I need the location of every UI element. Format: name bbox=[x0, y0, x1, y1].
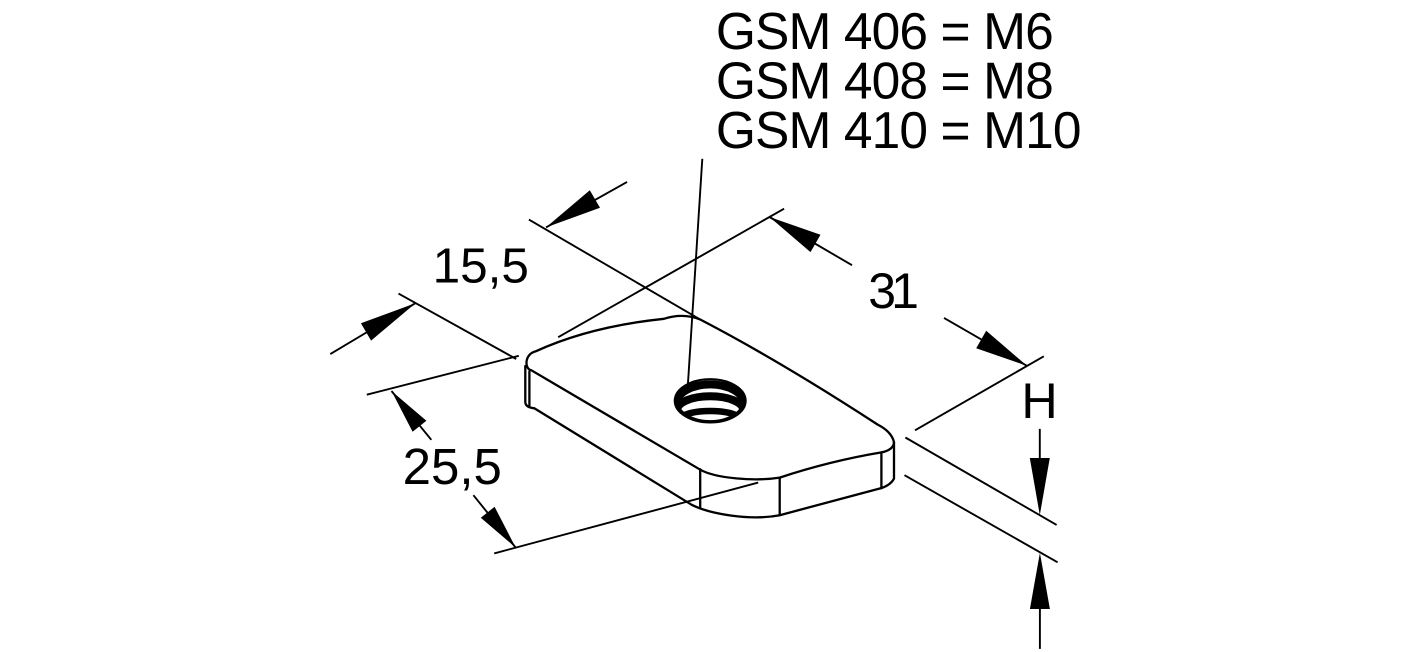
svg-text:H: H bbox=[1021, 372, 1057, 429]
svg-text:15,5: 15,5 bbox=[433, 239, 529, 294]
svg-text:31: 31 bbox=[868, 263, 917, 319]
svg-text:25,5: 25,5 bbox=[403, 438, 502, 495]
svg-text:GSM 406 = M6: GSM 406 = M6 bbox=[716, 2, 1053, 60]
svg-text:GSM 410 = M10: GSM 410 = M10 bbox=[716, 101, 1081, 159]
svg-text:GSM 408 = M8: GSM 408 = M8 bbox=[716, 51, 1053, 109]
